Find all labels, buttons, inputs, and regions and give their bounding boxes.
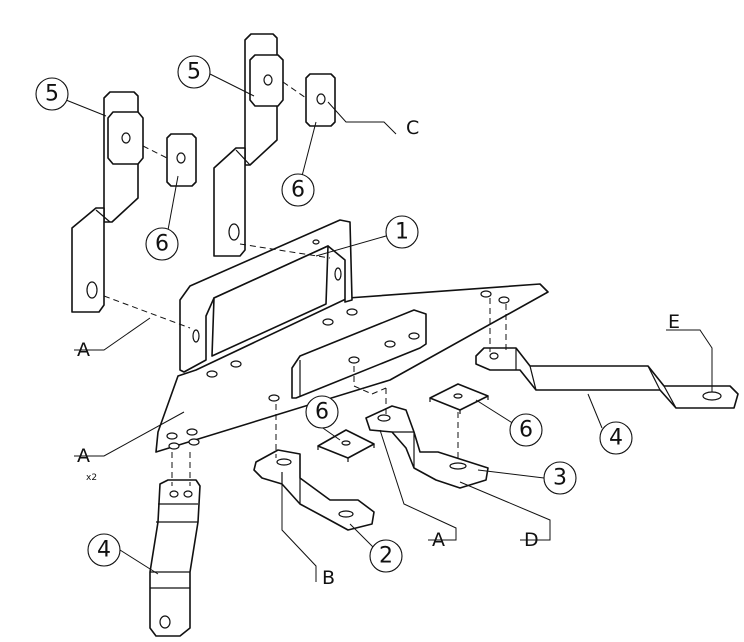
- callout-3: 3: [543, 461, 577, 495]
- part-3-z-strap: [365, 405, 489, 489]
- callout-4-right: 4: [599, 421, 633, 455]
- callout-6-right: 6: [509, 413, 543, 447]
- callout-1: 1: [385, 215, 419, 249]
- callout-6-left-text: 6: [155, 232, 169, 257]
- label-a-bottom: A: [432, 529, 445, 551]
- callout-5-middle-text: 5: [187, 60, 201, 85]
- reference-letters: A A x2 A B C D E: [77, 117, 680, 589]
- label-b: B: [322, 567, 335, 589]
- callout-6-left: 6: [145, 227, 179, 261]
- callout-6-center-text: 6: [315, 400, 329, 425]
- part-6-middle-plate: [305, 73, 336, 127]
- part-2-z-strap: [253, 449, 375, 531]
- label-d: D: [524, 529, 539, 551]
- callout-4-right-text: 4: [609, 426, 623, 451]
- part-4-right-strap: [475, 347, 739, 409]
- part-6-right-plate: [429, 383, 489, 414]
- balloon-leaders: [65, 73, 603, 575]
- part-4-left-strap: [149, 479, 201, 637]
- callout-5-middle: 5: [177, 55, 211, 89]
- label-e: E: [668, 311, 680, 333]
- part-5-middle-bracket: [213, 33, 284, 257]
- callout-5-left-text: 5: [45, 82, 59, 107]
- callout-2: 2: [369, 539, 403, 573]
- part-1-base-plate: [155, 219, 549, 453]
- reference-leaders: [74, 101, 713, 582]
- callout-4-left: 4: [87, 533, 121, 567]
- part-5-left-bracket: [71, 91, 144, 313]
- label-a-upper: A: [77, 339, 90, 361]
- callout-6-middle-text: 6: [291, 178, 305, 203]
- callout-5-left: 5: [35, 77, 69, 111]
- callout-6-center: 6: [305, 395, 339, 429]
- part-6-center-plate: [317, 429, 375, 462]
- callout-balloons: 1 2 3 4 4 5 5 6: [35, 55, 633, 573]
- assembly-dashed-lines: [103, 81, 507, 486]
- part-6-left-plate: [166, 133, 197, 187]
- label-a-lower: A: [77, 445, 90, 467]
- label-c: C: [406, 117, 419, 139]
- callout-6-right-text: 6: [519, 418, 533, 443]
- callout-3-text: 3: [553, 466, 567, 491]
- label-a-quantity: x2: [86, 473, 97, 483]
- callout-1-text: 1: [395, 220, 409, 245]
- callout-2-text: 2: [379, 544, 393, 569]
- callout-6-middle: 6: [281, 173, 315, 207]
- callout-4-left-text: 4: [97, 538, 111, 563]
